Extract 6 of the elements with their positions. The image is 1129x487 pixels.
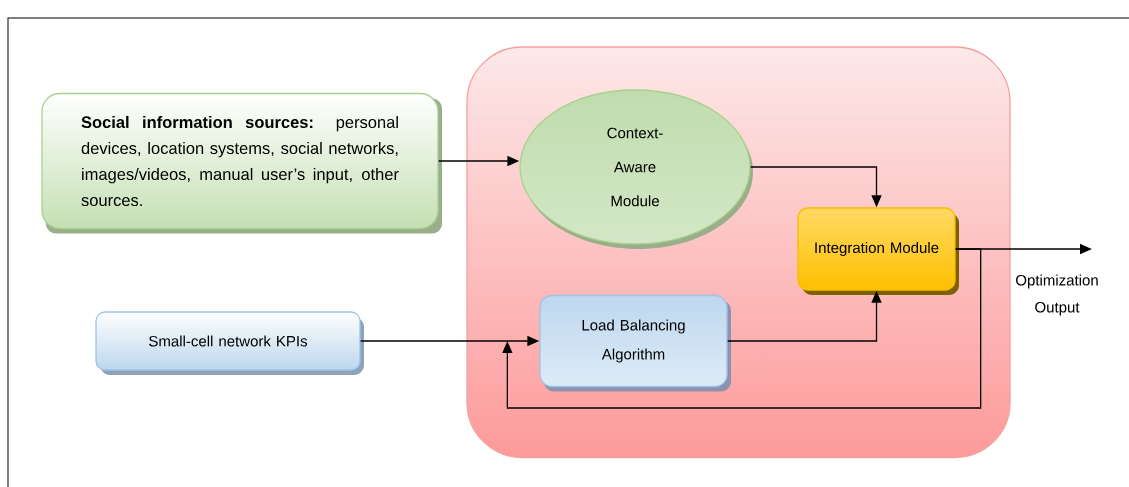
output-label: Optimization Output <box>1016 274 1098 316</box>
input-box: Small-cell network KPIs <box>95 311 364 375</box>
info-box: Social information sources: personal devices, location systems, social networks, images/videos, manual user’s input, other sources. <box>41 92 442 234</box>
arrow <box>502 248 982 409</box>
module-box: Integration Module <box>797 207 959 295</box>
algorithm-box: Load Balancing Algorithm <box>539 294 731 392</box>
